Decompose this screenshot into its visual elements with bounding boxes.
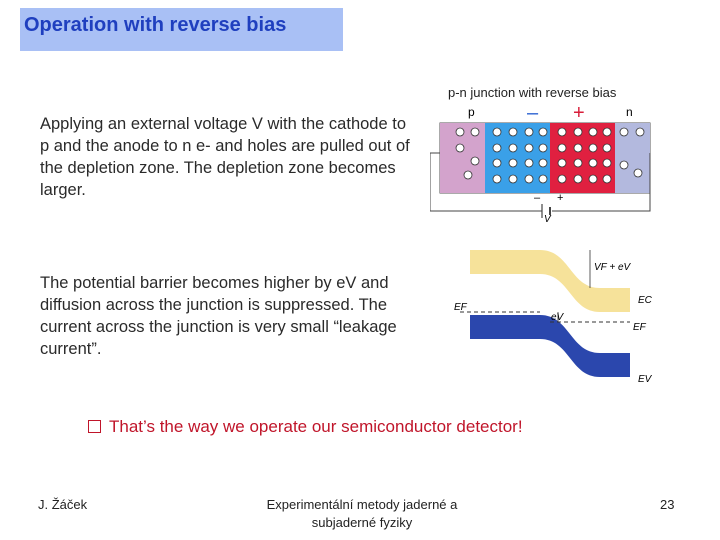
junction-diagram-title: p-n junction with reverse bias — [448, 85, 617, 100]
minus-sign: – — [527, 103, 539, 124]
footer-author: J. Žáček — [38, 497, 88, 512]
paragraph-external-voltage: Applying an external voltage V with the … — [40, 115, 410, 199]
n-label: n — [626, 105, 633, 119]
p-label: p — [468, 105, 475, 119]
plus-sign: + — [573, 103, 585, 124]
title-bar: Operation with reverse bias — [20, 8, 343, 51]
ef-right-label: EF — [633, 322, 647, 333]
paragraph-potential-barrier: The potential barrier becomes higher by … — [40, 274, 397, 358]
valence-band — [470, 315, 630, 377]
p-side-charges — [455, 127, 548, 184]
barrier-label: VF + eV — [594, 262, 632, 273]
conduction-band — [470, 250, 630, 312]
ev-label: EV — [638, 374, 653, 385]
highlight-statement: That’s the way we operate our semiconduc… — [88, 417, 688, 437]
battery-plus: + — [557, 192, 563, 204]
highlight-text: That’s the way we operate our semiconduc… — [109, 417, 523, 436]
footer-course: Experimentální metody jaderné a subjader… — [266, 497, 458, 530]
ef-left-label: EF — [454, 302, 468, 313]
band-diagram: VF + eV EF eV EC EF EV — [454, 250, 653, 385]
bullet-box-icon — [88, 420, 101, 433]
battery-minus: – — [534, 192, 541, 204]
footer-page-number: 23 — [660, 497, 675, 512]
pn-junction-diagram: p – + n – + V — [430, 103, 651, 223]
n-side-charges — [557, 127, 645, 184]
ev-shift-label: eV — [551, 312, 565, 323]
slide-title: Operation with reverse bias — [24, 14, 287, 36]
ec-label: EC — [638, 295, 653, 306]
voltage-label: V — [544, 214, 552, 223]
bias-circuit-wire — [430, 152, 651, 212]
